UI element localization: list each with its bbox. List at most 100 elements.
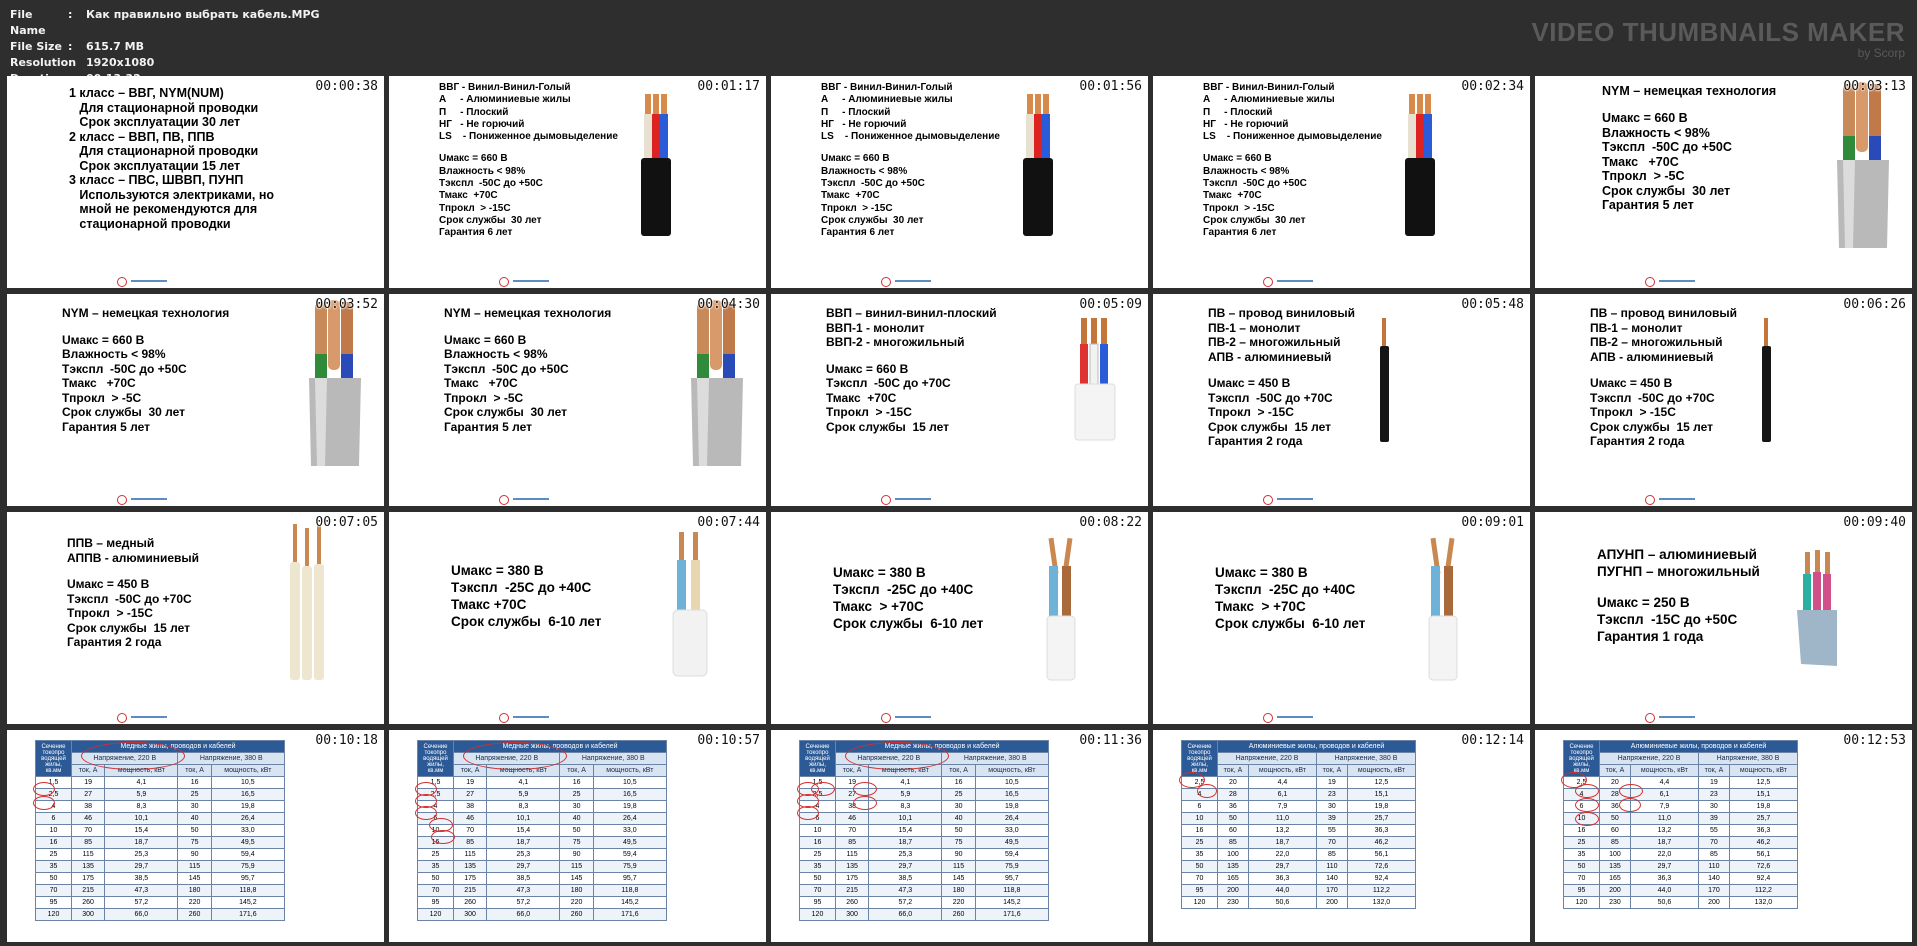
table-cell: 15,1 xyxy=(1728,788,1799,801)
table-cell: 59,4 xyxy=(974,848,1050,861)
table-cell: 6 xyxy=(1181,800,1218,813)
table-cell: 59,4 xyxy=(210,848,286,861)
table-cell: 60 xyxy=(1599,824,1631,837)
slide-line: ПВ-2 – многожильный xyxy=(1590,335,1723,349)
table-cell: 57,2 xyxy=(486,896,561,909)
table-cell: 18,7 xyxy=(1629,836,1699,849)
timestamp: 00:09:01 xyxy=(1461,515,1524,530)
brand-logo: VIDEO THUMBNAILS MAKER by Scorp xyxy=(1531,18,1905,60)
table-cell: 75,9 xyxy=(210,860,286,873)
table-cell: 175 xyxy=(452,872,488,885)
table-cell: 25 xyxy=(417,848,454,861)
table-cell: 40 xyxy=(177,812,212,825)
timestamp: 00:03:52 xyxy=(315,297,378,312)
table-cell: 145,2 xyxy=(592,896,668,909)
table-cell: 22,0 xyxy=(1247,848,1317,861)
voltage-220-header: Напряжение, 220 В xyxy=(1217,752,1317,765)
table-cell: 8,3 xyxy=(104,800,179,813)
table-cell: 145,2 xyxy=(210,896,286,909)
slide-line: Тэкспл -50С до +70С xyxy=(67,591,192,606)
annotation-circle xyxy=(431,830,455,844)
slide-line: П - Плоский xyxy=(1203,106,1273,118)
file-info-separator: : xyxy=(68,56,73,69)
table-cell: 90 xyxy=(941,848,976,861)
slide-line: 3 класс – ПВС, ШВВП, ПУНП xyxy=(69,173,244,187)
table-cell: 95 xyxy=(1563,884,1600,897)
power-header: мощность, кВт xyxy=(974,764,1050,777)
table-cell: 35 xyxy=(35,860,72,873)
slide-line: Тпрокл > -5С xyxy=(1602,169,1685,183)
table-cell: 25,3 xyxy=(486,848,561,861)
section-header: Сечение токопро водящей жилы, кв.мм xyxy=(1563,740,1600,777)
table-cell: 175 xyxy=(834,872,870,885)
table-cell: 10 xyxy=(799,824,836,837)
voltage-380-header: Напряжение, 380 В xyxy=(1697,752,1799,765)
table-cell: 115 xyxy=(177,860,212,873)
timestamp: 00:11:36 xyxy=(1079,733,1142,748)
table-cell: 260 xyxy=(834,896,870,909)
channel-logo xyxy=(1263,276,1323,287)
table-cell: 56,1 xyxy=(1728,848,1799,861)
table-cell: 26,4 xyxy=(974,812,1050,825)
table-cell: 70 xyxy=(452,824,488,837)
table-cell: 90 xyxy=(177,848,212,861)
table-cell: 118,8 xyxy=(974,884,1050,897)
timestamp: 00:10:18 xyxy=(315,733,378,748)
slide-line: Uмакс = 660 В xyxy=(826,361,909,376)
file-info: File Name:Как правильно выбрать кабель.M… xyxy=(10,7,320,87)
table-cell: 13,2 xyxy=(1247,824,1317,837)
cable-image xyxy=(1428,537,1458,681)
slide-line: Uмакс = 660 В xyxy=(821,153,890,165)
slide-line: Гарантия 2 года xyxy=(1590,434,1685,448)
table-cell: 5,9 xyxy=(486,788,561,801)
table-cell: 16,5 xyxy=(592,788,668,801)
annotation-circle xyxy=(415,806,437,820)
table-cell: 110 xyxy=(1697,860,1730,873)
slide-line: Срок службы 30 лет xyxy=(1602,183,1731,198)
slide-line: ПУГНП – многожильный xyxy=(1597,564,1760,579)
table-cell: 70 xyxy=(1563,872,1600,885)
table-cell: 230 xyxy=(1217,896,1249,909)
table-cell: 36,3 xyxy=(1629,872,1699,885)
section-header: Сечение токопро водящей жилы, кв.мм xyxy=(1181,740,1218,777)
table-cell: 10,5 xyxy=(210,776,286,789)
table-cell: 135 xyxy=(1217,860,1249,873)
slide-line: Тмакс > +70С xyxy=(1215,599,1306,614)
slide-line xyxy=(1590,364,1737,376)
table-cell: 19,8 xyxy=(974,800,1050,813)
table-cell: 120 xyxy=(417,908,454,921)
timestamp: 00:07:05 xyxy=(315,515,378,530)
slide-line: мной не рекомендуются для xyxy=(69,202,258,216)
voltage-220-header: Напряжение, 220 В xyxy=(1599,752,1699,765)
table-cell: 170 xyxy=(1315,884,1348,897)
table-cell: 260 xyxy=(177,908,212,921)
table-cell: 19,8 xyxy=(1346,800,1417,813)
cable-image xyxy=(1762,318,1771,442)
slide-line: ПВ – провод виниловый xyxy=(1208,306,1356,320)
